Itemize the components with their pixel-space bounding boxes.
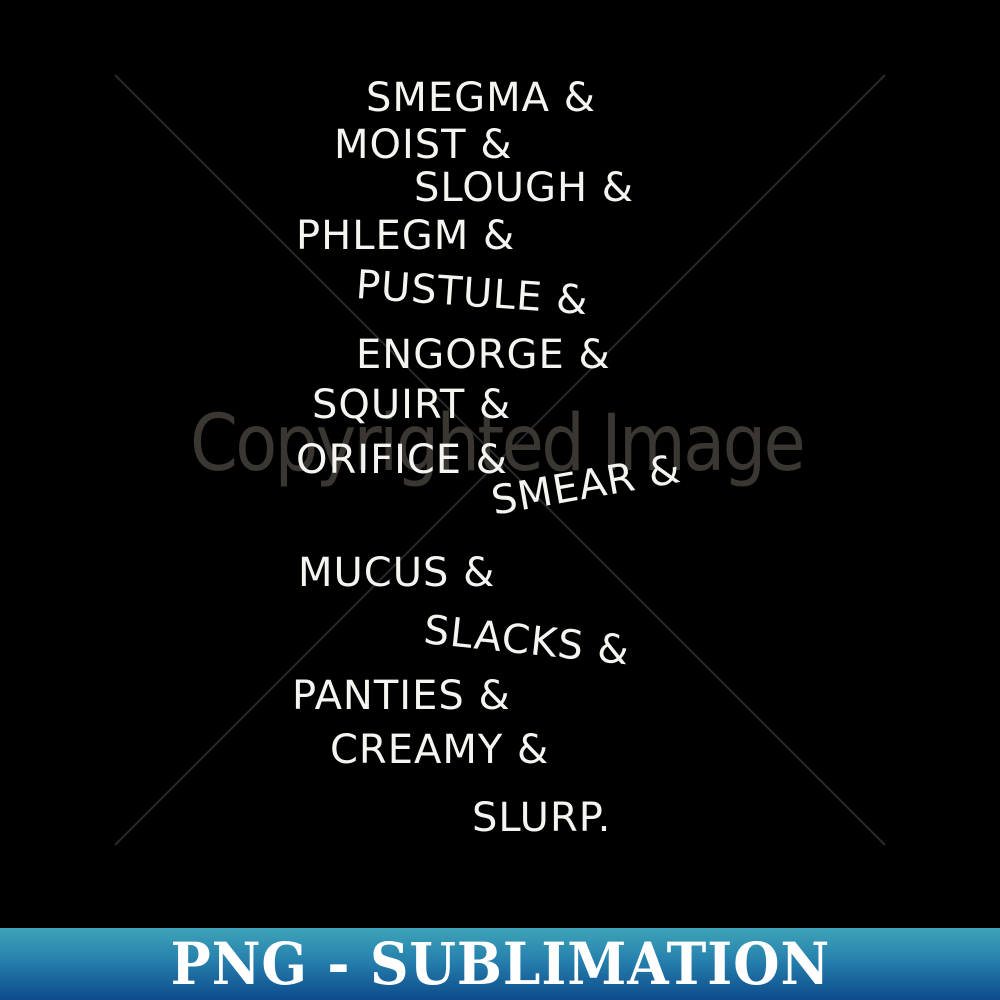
poem-line-8: ORIFICE & [296, 437, 508, 483]
banner-label: PNG - SUBLIMATION [170, 930, 830, 998]
poem-line-10: MUCUS & [298, 550, 496, 596]
poem-line-4: PHLEGM & [296, 213, 516, 259]
poem-line-13: CREAMY & [330, 727, 550, 773]
poem-line-14: SLURP. [472, 795, 612, 841]
poem-line-1: SMEGMA & [366, 75, 596, 121]
poem-line-7: SQUIRT & [312, 382, 512, 428]
poem-line-12: PANTIES & [292, 673, 511, 719]
poem-line-6: ENGORGE & [356, 332, 611, 378]
copyright-watermark: Copyrighted Image [190, 399, 806, 489]
poem-line-2: MOIST & [334, 122, 513, 168]
poem-line-5: PUSTULE & [354, 262, 591, 325]
png-sublimation-banner: PNG - SUBLIMATION [0, 928, 1000, 1000]
poem-line-11: SLACKS & [421, 607, 632, 675]
poem-line-3: SLOUGH & [414, 165, 634, 211]
